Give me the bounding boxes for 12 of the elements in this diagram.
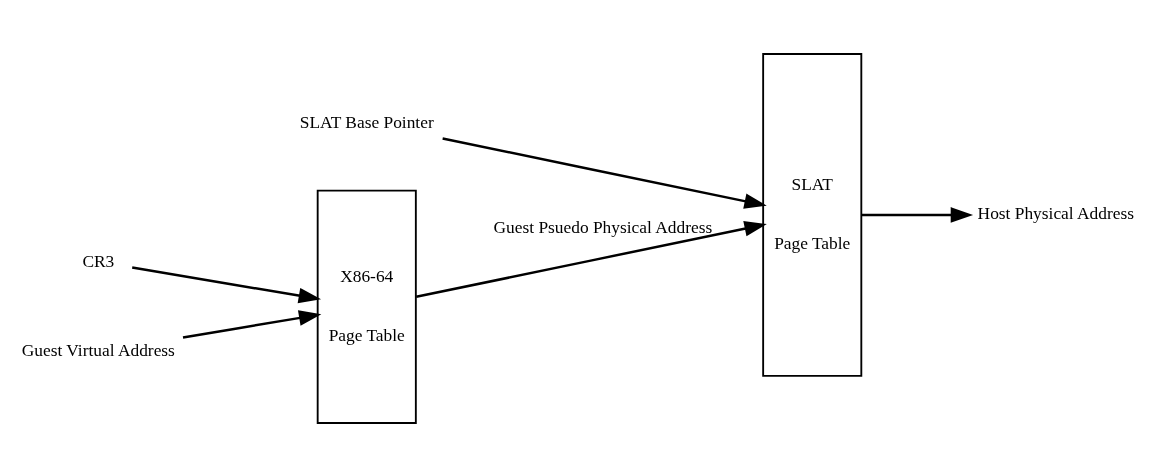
arrow (182, 309, 322, 339)
node-box: X86-64 Page Table (316, 189, 417, 424)
edge-label: Guest Psuedo Physical Address (493, 217, 713, 237)
node-text: CR3 (82, 251, 115, 271)
arrow (442, 136, 767, 209)
node-text: Guest Virtual Address (21, 340, 175, 360)
arrow (132, 265, 322, 303)
node-text: SLAT Base Pointer (299, 112, 434, 132)
arrow (861, 206, 974, 223)
arrow (416, 220, 767, 298)
node-text: Host Physical Address (977, 203, 1134, 223)
node-box: SLAT Page Table (762, 52, 863, 377)
